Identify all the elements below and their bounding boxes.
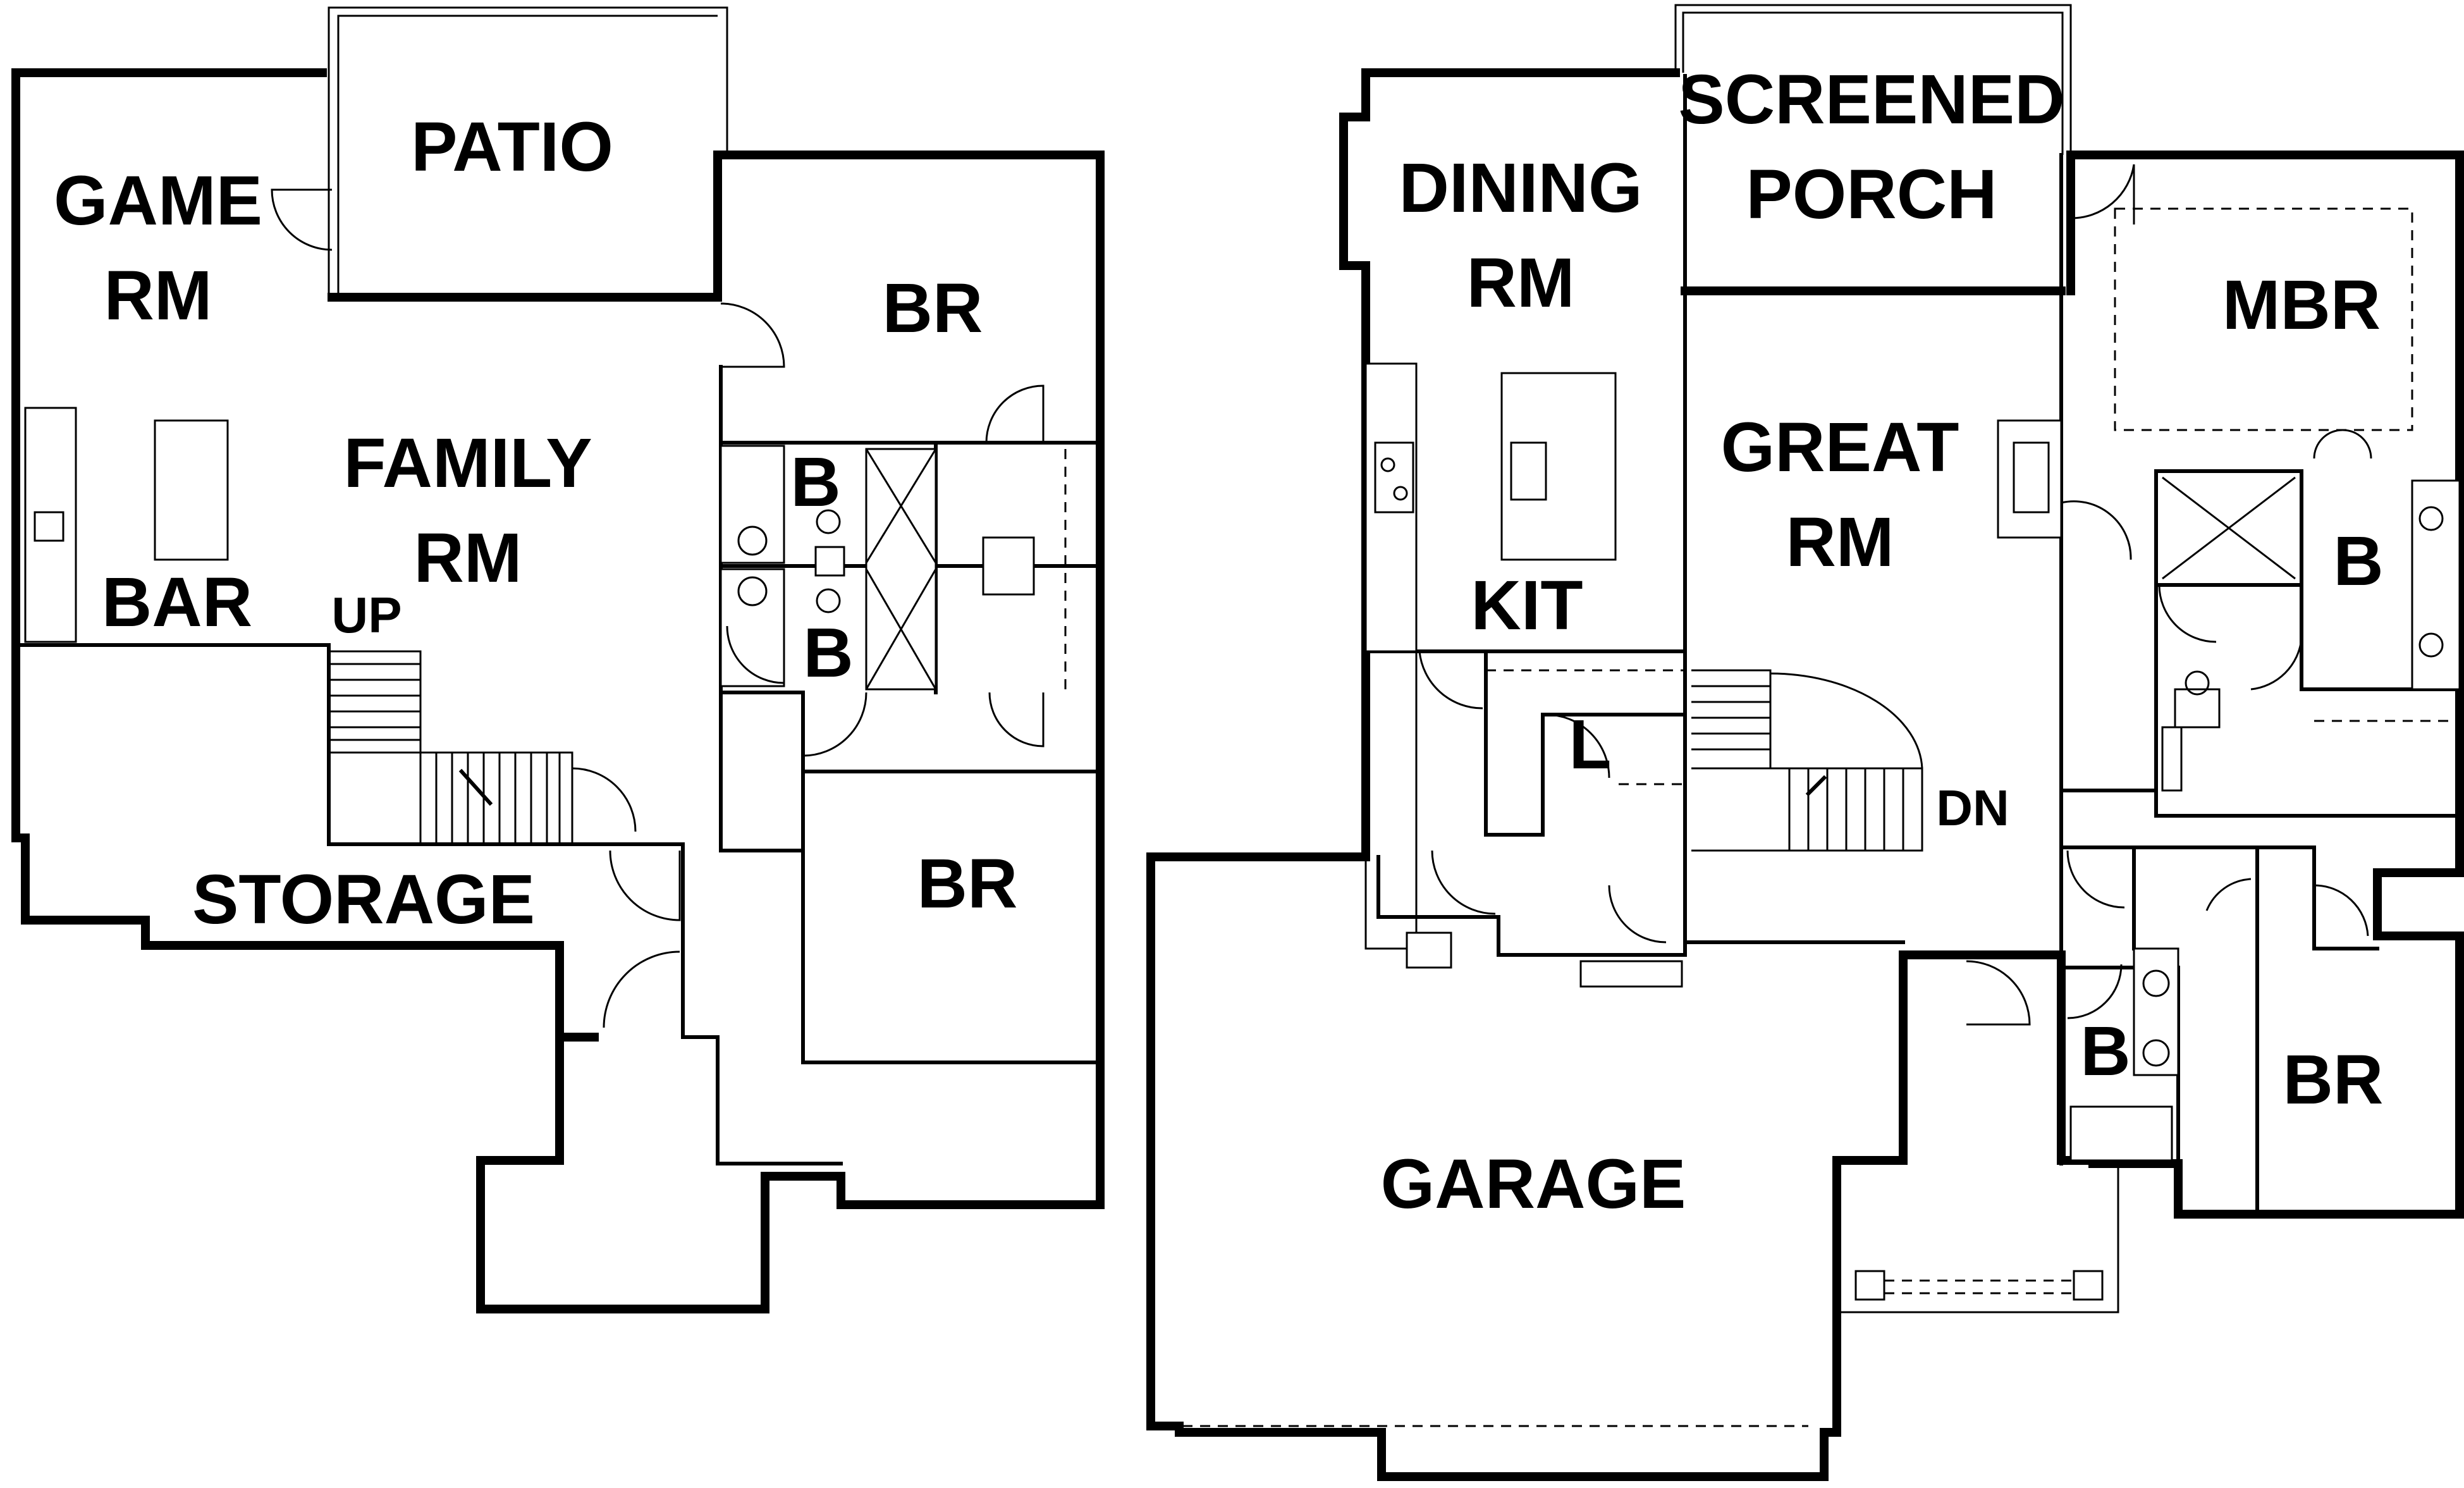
kitchen-fixtures — [1364, 362, 1617, 950]
lower-level-stair — [329, 650, 573, 844]
main-level-stair — [1691, 669, 1923, 852]
svg-text:PORCH: PORCH — [1746, 156, 1997, 233]
label-family-rm-line1: FAMILY — [343, 424, 592, 502]
label-up: UP — [331, 587, 401, 643]
fireplace-insert — [2013, 441, 2050, 513]
laundry-fixtures — [1406, 669, 1685, 988]
svg-text:RM: RM — [104, 257, 212, 335]
svg-text:RM: RM — [1786, 503, 1894, 581]
label-patio: PATIO — [411, 108, 613, 186]
label-kit: KIT — [1471, 567, 1583, 644]
svg-text:GREAT: GREAT — [1721, 409, 1959, 486]
svg-text:SCREENED: SCREENED — [1678, 61, 2064, 138]
label-dining-rm-line1: DINING — [1399, 149, 1643, 227]
main-level-plan: DINING RM SCREENED PORCH MBR GREAT RM KI… — [1146, 4, 2464, 1481]
lower-level-exterior-wall — [11, 68, 599, 1042]
svg-text:GAME: GAME — [54, 162, 262, 240]
svg-text:FAMILY: FAMILY — [343, 424, 592, 502]
label-bar: BAR — [102, 563, 252, 641]
svg-text:RM: RM — [414, 519, 522, 597]
label-game-rm-line2: RM — [104, 257, 212, 335]
label-screened-porch-line2: PORCH — [1746, 156, 1997, 233]
label-mbr: MBR — [2222, 266, 2381, 344]
label-dining-rm-line2: RM — [1466, 244, 1574, 322]
label-laundry: L — [1569, 706, 1611, 784]
lower-level-labels: GAME RM PATIO BR FAMILY RM B B BAR UP ST… — [54, 108, 1017, 938]
patio-outline — [328, 6, 728, 297]
svg-text:RM: RM — [1466, 244, 1574, 322]
main-level-labels: DINING RM SCREENED PORCH MBR GREAT RM KI… — [1381, 61, 2384, 1223]
label-game-rm-line1: GAME — [54, 162, 262, 240]
label-br-top: BR — [883, 269, 983, 347]
fireplace — [1997, 419, 2063, 539]
lower-level-exterior-wall-south — [476, 151, 1105, 1313]
main-level-interior-walls — [1364, 74, 2461, 1216]
label-screened-porch-line1: SCREENED — [1678, 61, 2064, 138]
label-great-rm-line2: RM — [1786, 503, 1894, 581]
label-br: BR — [2283, 1041, 2384, 1119]
label-bath-2: B — [803, 614, 853, 692]
lower-level-doors — [271, 188, 1045, 1028]
label-great-rm-line1: GREAT — [1721, 409, 1959, 486]
bar-sink — [34, 511, 64, 542]
screened-porch-outline — [1674, 4, 2072, 155]
lower-level-plan: GAME RM PATIO BR FAMILY RM B B BAR UP ST… — [11, 6, 1105, 1313]
master-bath-fixtures — [2161, 476, 2461, 792]
label-storage: STORAGE — [192, 861, 535, 938]
porch-posts — [1837, 1164, 2119, 1313]
label-bath-master: B — [2333, 522, 2383, 600]
label-bath-1: B — [790, 443, 840, 521]
bar-island — [154, 419, 229, 561]
bath-3-fixtures — [2069, 947, 2179, 1162]
label-bath-3: B — [2080, 1012, 2130, 1090]
mbr-closet-dashed — [2114, 207, 2413, 431]
lower-level-bath-fixtures — [720, 445, 1067, 691]
main-level-doors — [1418, 164, 2372, 1026]
label-dn: DN — [1936, 780, 2009, 836]
label-garage: GARAGE — [1381, 1145, 1686, 1223]
svg-text:DINING: DINING — [1399, 149, 1643, 227]
label-br-bottom: BR — [917, 845, 1018, 923]
label-family-rm-line2: RM — [414, 519, 522, 597]
